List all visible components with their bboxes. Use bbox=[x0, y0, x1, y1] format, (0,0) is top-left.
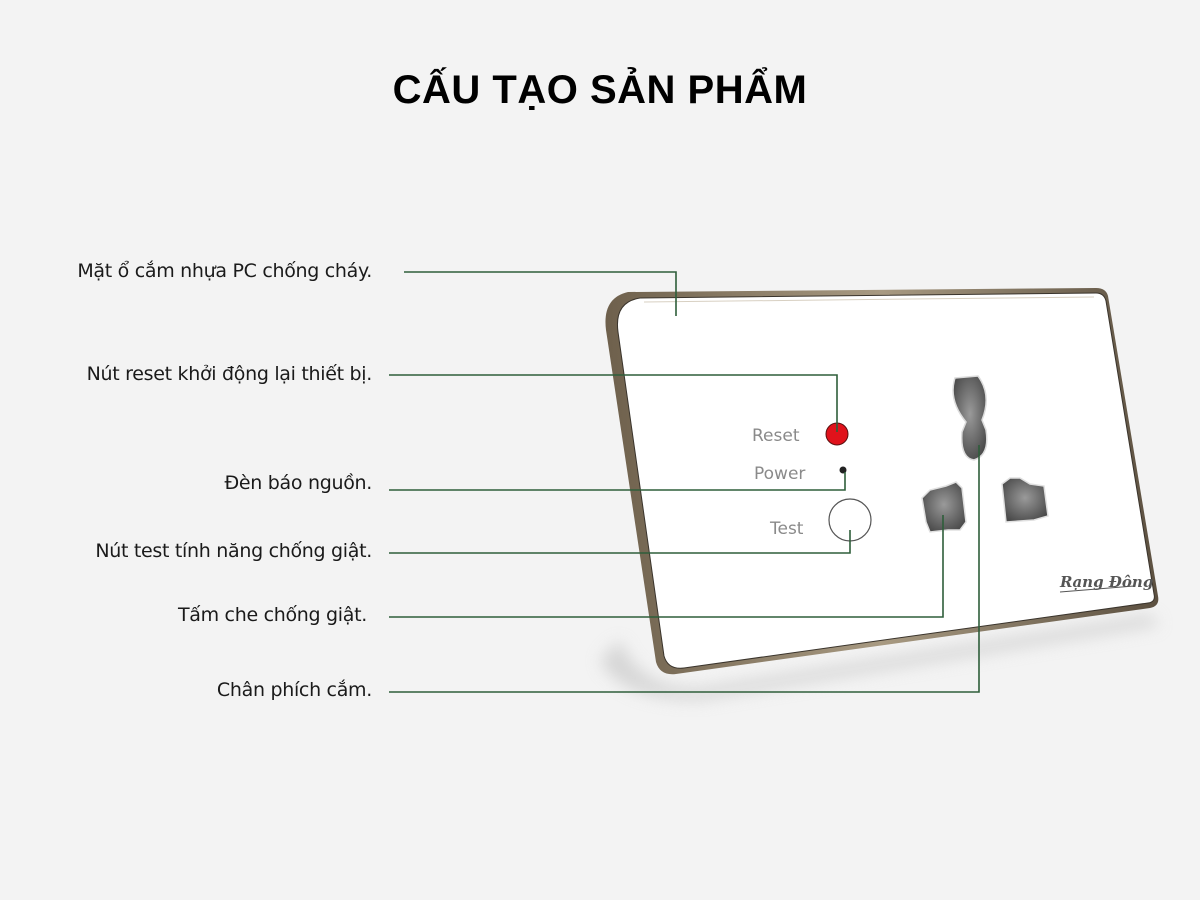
callout-face: Mặt ổ cắm nhựa PC chống cháy. bbox=[77, 260, 372, 282]
leader-face bbox=[404, 271, 677, 316]
leader-test bbox=[389, 530, 851, 554]
callout-pins: Chân phích cắm. bbox=[216, 679, 372, 701]
callout-reset: Nút reset khởi động lại thiết bị. bbox=[86, 363, 373, 385]
earth-pin-hole bbox=[952, 375, 988, 461]
brand-logo: Rạng Đông bbox=[1059, 573, 1153, 593]
callout-power-led: Đèn báo nguồn. bbox=[224, 472, 372, 494]
reset-text: Reset bbox=[752, 426, 800, 446]
callout-test: Nút test tính năng chống giật. bbox=[95, 540, 372, 562]
leader-power bbox=[389, 472, 846, 491]
page-title: CẤU TẠO SẢN PHẨM bbox=[392, 68, 808, 112]
power-text: Power bbox=[754, 464, 805, 484]
plate-shadow bbox=[600, 615, 1160, 700]
leader-lines bbox=[389, 271, 980, 693]
leader-reset bbox=[389, 374, 838, 432]
leader-shutter bbox=[389, 515, 944, 618]
left-pin-hole bbox=[921, 481, 967, 533]
callout-shutter: Tấm che chống giật. bbox=[177, 604, 367, 626]
socket-plate bbox=[605, 288, 1159, 675]
leader-pins bbox=[389, 445, 980, 693]
test-text: Test bbox=[769, 519, 804, 539]
right-pin-hole bbox=[1001, 477, 1049, 523]
power-led-graphic bbox=[839, 466, 847, 474]
